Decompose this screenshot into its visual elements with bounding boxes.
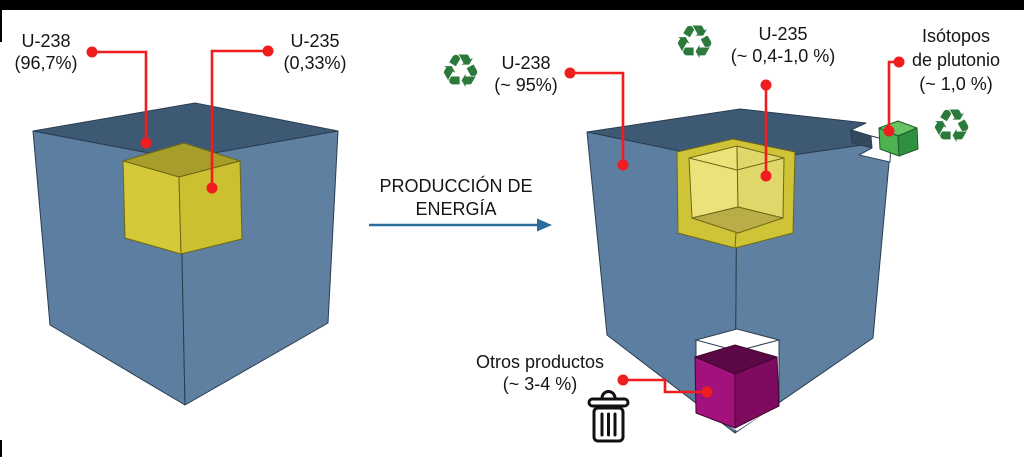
core-right-face [178,160,243,255]
cavity-floor [691,206,784,234]
cavity-front-crease [734,232,737,249]
cavity-wall-right [736,145,785,219]
isotope-share: (~ 0,4-1,0 %) [730,46,836,66]
label-process: PRODUCCIÓN DE ENERGÍA [374,175,538,221]
recycle-icon: ♻ [674,15,716,69]
arrowhead [537,218,552,232]
others-line1: Otros productos [475,352,605,372]
top-black-bar [0,0,1024,10]
label-plutonium: Isótopos de plutonio (~ 1,0 %) [895,24,1017,96]
core-left-face [122,160,182,255]
label-after-u238: U-238 (~ 95%) [484,52,568,96]
callout-before-u238 [92,50,148,143]
label-before-u238: U-238 (96,7%) [6,30,86,74]
callout-before-u235 [210,49,268,188]
callout-dots [86,45,905,398]
waste-right-face [734,356,780,429]
callout-others [623,378,707,394]
left-edge-sliver [0,10,2,42]
isotope-name: U-235 [290,31,340,51]
process-line2: ENERGÍA [415,199,497,219]
left-edge-sliver [0,440,2,457]
plutonium-right-face [897,127,919,157]
trash-icon [587,390,630,443]
process-line1: PRODUCCIÓN DE [379,176,533,196]
plutonium-line1: Isótopos [921,26,991,46]
cavity-wall-left [688,145,739,219]
label-after-u235: U-235 (~ 0,4-1,0 %) [722,23,844,67]
u235-cavity [676,138,796,249]
recycle-icon: ♻ [931,99,973,153]
recycle-icon: ♻ [440,44,482,98]
isotope-name: U-235 [758,24,808,44]
plutonium-share: (~ 1,0 %) [919,74,993,94]
label-before-u235: U-235 (0,33%) [275,30,355,74]
process-arrow [369,218,552,232]
isotope-share: (0,33%) [283,53,347,73]
cavity-front-rim-edges [688,157,785,171]
others-share: (~ 3-4 %) [502,374,578,394]
label-others: Otros productos (~ 3-4 %) [458,351,622,395]
isotope-name: U-238 [21,31,71,51]
u235-core-cube [122,142,243,255]
isotope-share: (96,7%) [14,53,78,73]
isotope-name: U-238 [501,53,551,73]
callout-after-u238 [570,71,625,165]
isotope-share: (~ 95%) [494,75,558,95]
plutonium-line2: de plutonio [911,50,1001,70]
plutonium-cube [878,120,919,157]
callout-lines [92,49,899,394]
waste-cube [694,344,780,429]
